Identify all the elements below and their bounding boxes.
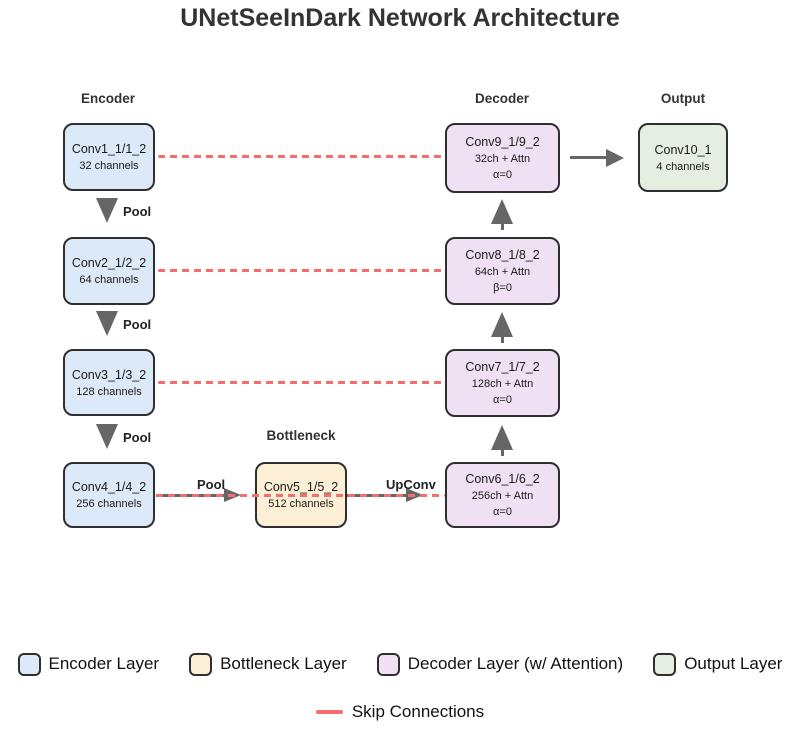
node-conv3-channels: 128 channels: [76, 385, 142, 398]
upconv-label: UpConv: [386, 477, 436, 492]
node-conv1-channels: 32 channels: [79, 160, 139, 172]
output-arrow-shaft: [570, 156, 608, 159]
node-conv6-channels: 256ch + Attn: [471, 490, 534, 502]
node-conv7-title: Conv7_1/7_2: [465, 360, 540, 374]
legend-label-skip: Skip Connections: [351, 702, 485, 721]
pool-label-1: Pool: [123, 204, 152, 219]
skip-connection-line-4: [156, 494, 445, 497]
node-conv6-alpha: α=0: [493, 506, 512, 518]
node-conv10-channels: 4 channels: [656, 160, 710, 173]
decoder-swatch-icon: [376, 652, 400, 676]
output-swatch-icon: [653, 652, 677, 676]
node-conv8-title: Conv8_1/8_2: [465, 248, 540, 262]
encoder-swatch-icon: [17, 652, 41, 676]
arrow-down-icon: [96, 424, 118, 449]
node-conv6-title: Conv6_1/6_2: [465, 472, 540, 486]
node-conv8-channels: 64ch + Attn: [474, 266, 531, 278]
node-conv8: Conv8_1/8_2 64ch + Attn β=0: [445, 237, 560, 305]
node-conv5-title: Conv5_1/5_2: [263, 480, 339, 494]
arrow-up-icon: [491, 199, 513, 224]
node-conv3: Conv3_1/3_2 128 channels: [63, 349, 155, 416]
arrow-down-icon: [96, 198, 118, 223]
node-conv5-channels: 512 channels: [268, 498, 334, 510]
node-conv9: Conv9_1/9_2 32ch + Attn α=0: [445, 123, 560, 193]
node-conv10-title: Conv10_1: [654, 142, 712, 157]
skip-connection-line-3: [158, 381, 443, 384]
node-conv2: Conv2_1/2_2 64 channels: [63, 237, 155, 305]
skip-line-icon: [315, 710, 343, 714]
node-conv7-alpha: α=0: [493, 394, 512, 406]
node-conv4-title: Conv4_1/4_2: [71, 480, 147, 494]
pool-label-4: Pool: [197, 477, 226, 492]
node-conv1: Conv1_1/1_2 32 channels: [63, 123, 155, 191]
bottleneck-header: Bottleneck: [266, 428, 336, 443]
node-conv9-title: Conv9_1/9_2: [465, 135, 540, 149]
node-conv3-title: Conv3_1/3_2: [71, 367, 147, 382]
node-conv9-alpha: α=0: [493, 169, 512, 181]
node-conv7: Conv7_1/7_2 128ch + Attn α=0: [445, 349, 560, 417]
legend-row-1: Encoder Layer Bottleneck Layer Decoder L…: [0, 650, 800, 678]
legend-label-encoder: Encoder Layer: [48, 654, 160, 673]
legend-item-decoder: Decoder Layer (w/ Attention): [376, 652, 624, 676]
skip-connection-line-1: [158, 155, 443, 158]
legend-label-decoder: Decoder Layer (w/ Attention): [407, 654, 624, 673]
pool-label-2: Pool: [123, 317, 152, 332]
legend-label-bottleneck: Bottleneck Layer: [220, 654, 347, 673]
legend-item-output: Output Layer: [653, 652, 783, 676]
encoder-header: Encoder: [80, 91, 136, 106]
arrow-down-icon: [96, 311, 118, 336]
skip-connection-line-2: [158, 269, 443, 272]
arrow-right-icon: [606, 149, 624, 167]
arrow-stem: [501, 450, 504, 456]
node-conv2-title: Conv2_1/2_2: [71, 256, 147, 270]
bottleneck-swatch-icon: [189, 652, 213, 676]
node-conv4: Conv4_1/4_2 256 channels: [63, 462, 155, 528]
arrow-up-icon: [491, 312, 513, 337]
decoder-header: Decoder: [474, 91, 530, 106]
arrow-stem: [501, 224, 504, 230]
arrow-stem: [501, 337, 504, 343]
legend-item-bottleneck: Bottleneck Layer: [189, 652, 347, 676]
node-conv6: Conv6_1/6_2 256ch + Attn α=0: [445, 462, 560, 528]
output-header: Output: [660, 91, 706, 106]
pool-label-3: Pool: [123, 430, 152, 445]
node-conv10: Conv10_1 4 channels: [638, 123, 728, 192]
node-conv4-channels: 256 channels: [76, 498, 142, 510]
arrow-up-icon: [491, 425, 513, 450]
legend-row-2: Skip Connections: [0, 701, 800, 723]
diagram-title: UNetSeeInDark Network Architecture: [180, 4, 620, 32]
node-conv8-beta: β=0: [493, 282, 512, 294]
node-conv1-title: Conv1_1/1_2: [71, 142, 147, 156]
node-conv7-channels: 128ch + Attn: [471, 378, 534, 390]
node-conv9-channels: 32ch + Attn: [474, 153, 531, 165]
legend-label-output: Output Layer: [684, 654, 783, 673]
legend-item-encoder: Encoder Layer: [17, 652, 160, 676]
node-conv2-channels: 64 channels: [79, 274, 139, 286]
